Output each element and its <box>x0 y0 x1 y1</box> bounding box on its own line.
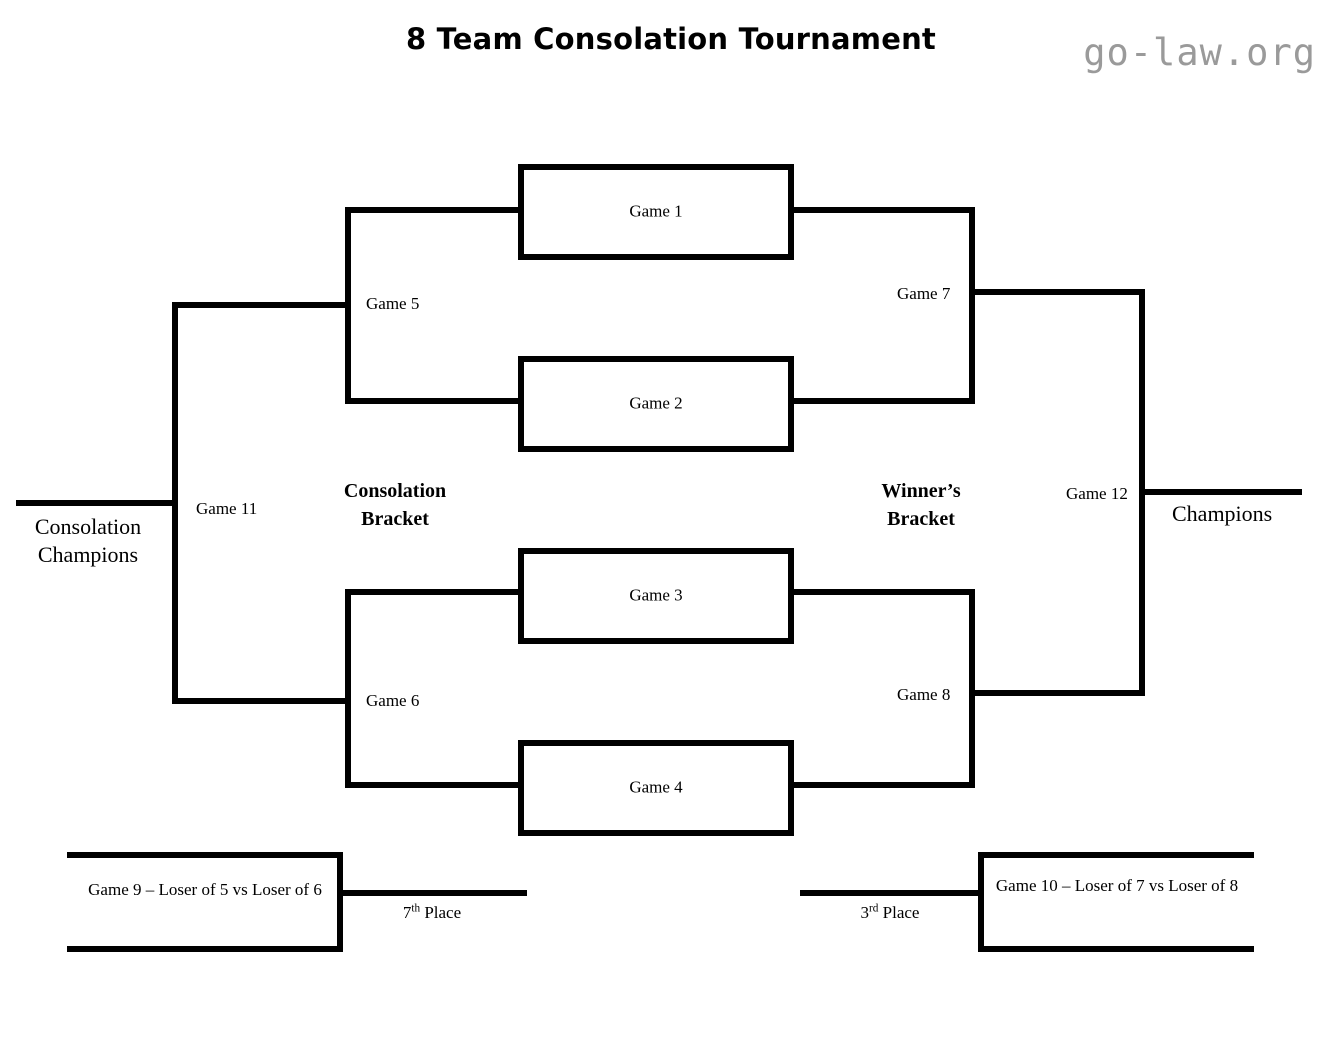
game-6-top-arm <box>345 589 520 595</box>
game-box-2[interactable]: Game 2 <box>518 356 794 452</box>
site-watermark: go-law.org <box>1083 31 1316 74</box>
game-10-top-edge <box>978 852 1254 858</box>
third-place-word: Place <box>882 903 920 922</box>
game-5-bottom-arm <box>345 398 520 404</box>
winners-bracket-title-line1: Winner’s <box>881 480 961 502</box>
game-8-bottom-arm <box>792 782 975 788</box>
game-10-output-arm <box>800 890 984 896</box>
game-6-spine <box>345 589 351 788</box>
third-place-label: 3rd Place <box>861 903 920 923</box>
game-6-label: Game 6 <box>366 691 420 710</box>
game-9-output-arm <box>337 890 527 896</box>
game-6-output-arm <box>172 698 351 704</box>
game-12-output-arm <box>1139 489 1302 495</box>
consolation-bracket-title: Consolation Bracket <box>344 477 446 533</box>
page-title: 8 Team Consolation Tournament <box>406 22 936 56</box>
game-11-label: Game 11 <box>196 499 258 518</box>
game-6-bottom-arm <box>345 782 520 788</box>
game-2-label: Game 2 <box>629 393 683 413</box>
seventh-place-suffix: th <box>411 902 421 915</box>
game-7-spine <box>969 207 975 404</box>
game-10-label: Game 10 – Loser of 7 vs Loser of 8 <box>995 876 1239 895</box>
game-11-output-arm <box>16 500 178 506</box>
consolation-champions-line1: Consolation <box>34 514 142 539</box>
game-7-top-arm <box>792 207 975 213</box>
champions-label: Champions <box>1172 501 1273 526</box>
game-3-label: Game 3 <box>629 585 683 605</box>
game-8-top-arm <box>792 589 975 595</box>
game-5-top-arm <box>345 207 520 213</box>
winners-bracket-title-line2: Bracket <box>887 508 955 530</box>
game-7-output-arm <box>969 289 1145 295</box>
third-place-suffix: rd <box>869 902 879 915</box>
consolation-bracket-title-line1: Consolation <box>343 480 447 502</box>
game-4-label: Game 4 <box>629 777 683 797</box>
consolation-bracket-title-line2: Bracket <box>361 508 429 530</box>
consolation-champions-label: Consolation Champions <box>35 513 141 568</box>
game-9-label: Game 9 – Loser of 5 vs Loser of 6 <box>88 880 322 899</box>
game-8-output-arm <box>969 690 1145 696</box>
game-box-3[interactable]: Game 3 <box>518 548 794 644</box>
game-10-bottom-edge <box>978 946 1254 952</box>
game-7-label: Game 7 <box>897 284 951 303</box>
game-box-1[interactable]: Game 1 <box>518 164 794 260</box>
game-9-right-edge <box>337 852 343 952</box>
seventh-place-word: Place <box>424 903 462 922</box>
game-9-top-edge <box>67 852 343 858</box>
consolation-champions-line2: Champions <box>37 541 139 567</box>
third-place-number: 3 <box>860 903 870 922</box>
game-8-spine <box>969 589 975 788</box>
game-5-label: Game 5 <box>366 294 420 313</box>
winners-bracket-title: Winner’s Bracket <box>881 477 960 533</box>
seventh-place-number: 7 <box>402 903 412 922</box>
game-10-left-edge <box>978 852 984 952</box>
game-7-bottom-arm <box>792 398 975 404</box>
game-8-label: Game 8 <box>897 685 951 704</box>
game-9-bottom-edge <box>67 946 343 952</box>
game-1-label: Game 1 <box>629 201 683 221</box>
game-box-4[interactable]: Game 4 <box>518 740 794 836</box>
seventh-place-label: 7th Place <box>403 903 461 923</box>
game-12-label: Game 12 <box>1066 484 1128 503</box>
game-5-output-arm <box>172 302 351 308</box>
